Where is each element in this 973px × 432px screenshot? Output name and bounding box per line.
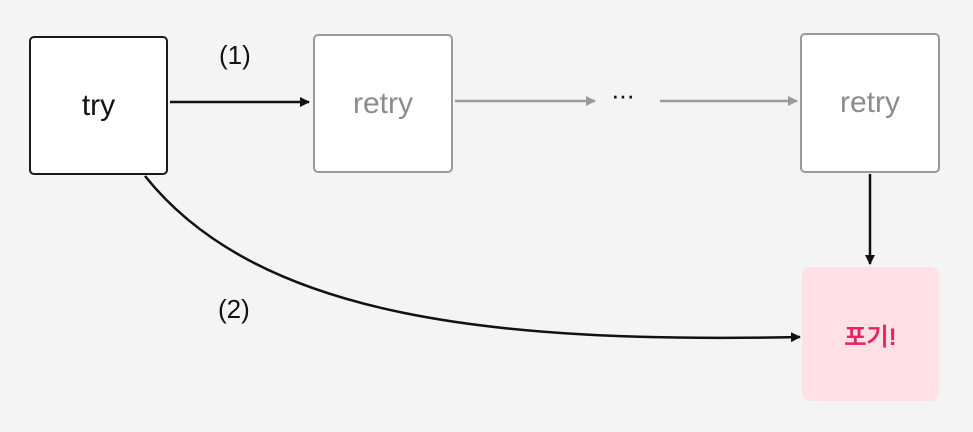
try-node: try <box>29 36 168 175</box>
path-2-label: (2) <box>218 294 250 324</box>
give-up-node-label: 포기! <box>844 323 897 351</box>
path-1-label: (1) <box>219 40 251 70</box>
retry-node-first: retry <box>313 34 453 173</box>
try-node-label: try <box>81 88 116 122</box>
retry-node-last: retry <box>800 33 940 173</box>
retry-node-first-label: retry <box>353 86 413 120</box>
give-up-node: 포기! <box>802 267 939 401</box>
ellipsis-marker: ··· <box>611 80 635 110</box>
retry-node-last-label: retry <box>840 86 900 119</box>
edge-try-to-giveup-curve <box>144 175 801 343</box>
